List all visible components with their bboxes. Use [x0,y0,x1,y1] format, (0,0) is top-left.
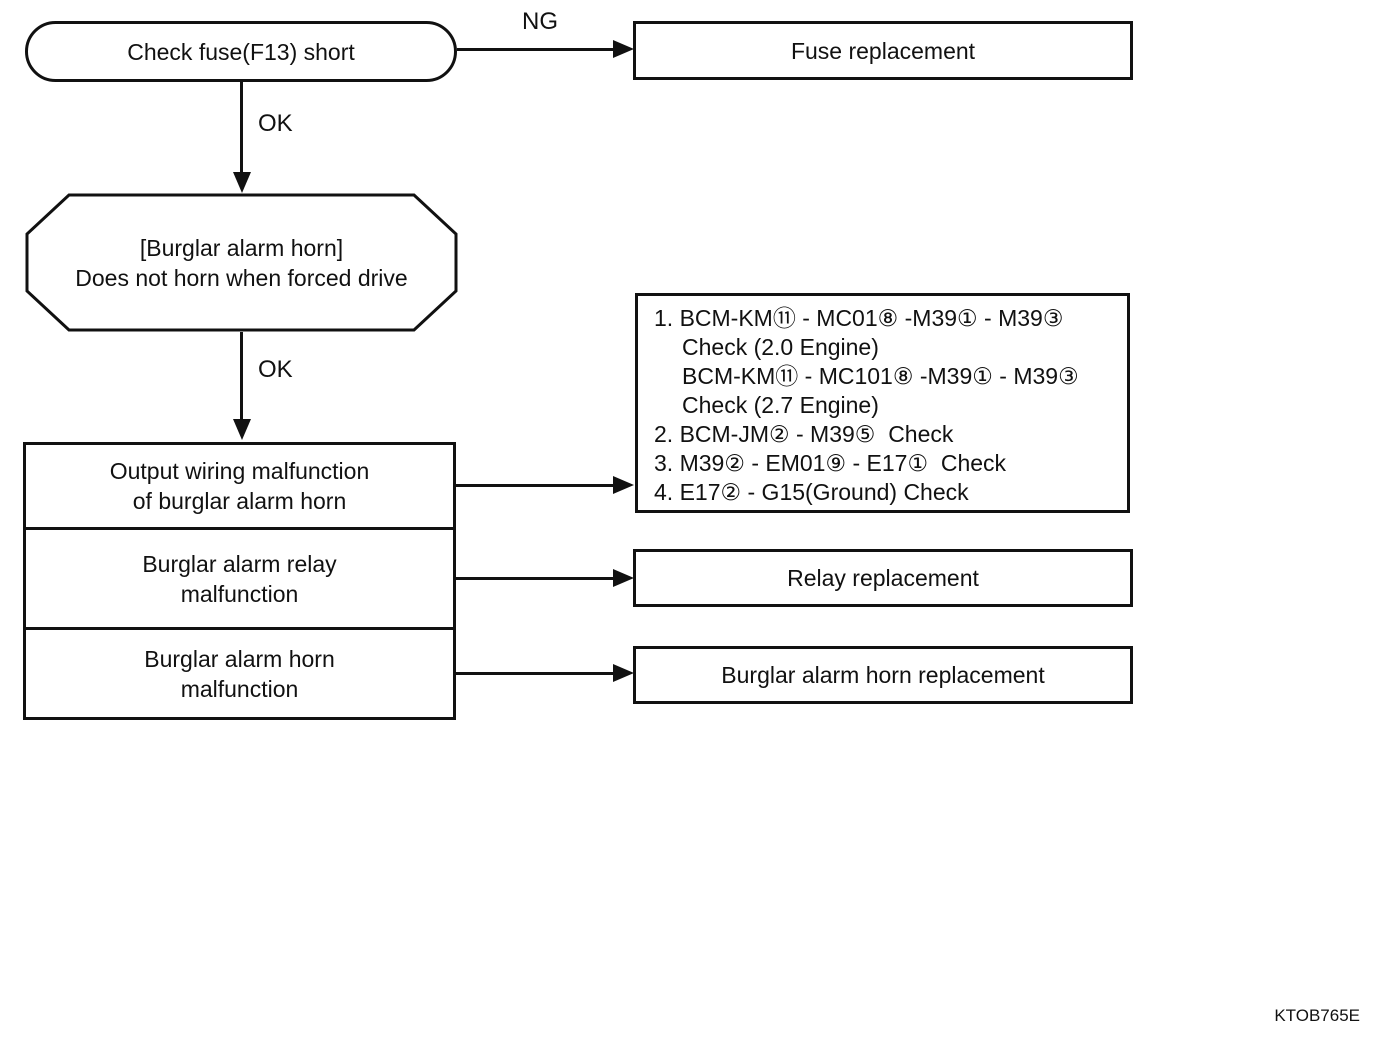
check-line-5: 2. BCM-JM② - M39⑤ Check [654,421,954,447]
edge-label-ng: NG [522,8,558,35]
octagon-outline-icon [25,193,458,332]
cause2-line1: Burglar alarm relay [142,550,337,577]
check-line-4: Check (2.7 Engine) [682,392,879,418]
cause1-line1: Output wiring malfunction [109,458,370,484]
check-line-2: Check (2.0 Engine) [682,334,879,360]
edge-ok-bottom-arrowhead-icon [233,419,251,440]
edge-ng-arrowhead-icon [613,40,634,58]
cause2-line2: malfunction [180,580,299,607]
horn-replacement-label: Burglar alarm horn replacement [721,662,1045,688]
cause3-line2: malfunction [180,675,299,702]
condition-node: [Burglar alarm horn] Does not horn when … [25,193,458,332]
cause-node-relay-malfunction: Burglar alarm relay malfunction [23,527,456,630]
figure-code: KTOB765E [1274,1006,1360,1025]
edge-ng-line [457,48,615,51]
relay-replacement-label: Relay replacement [787,565,979,591]
wiring-check-list: 1. BCM-KM⑪ - MC01⑧ -M39① - M39③ Check (2… [635,293,1130,513]
cause3-arrowhead-icon [613,664,634,682]
cause-node-output-wiring: Output wiring malfunction of burglar ala… [23,442,456,530]
cause2-arrowhead-icon [613,569,634,587]
fuse-replacement-node: Fuse replacement [633,21,1133,80]
start-node: Check fuse(F13) short [25,21,457,82]
cause2-arrow-line [456,577,614,580]
horn-replacement-node: Burglar alarm horn replacement [633,646,1133,704]
edge-label-ok-bottom: OK [258,356,293,383]
cause1-arrow-line [456,484,614,487]
edge-ok-top-line [240,82,243,174]
cause-node-horn-malfunction: Burglar alarm horn malfunction [23,627,456,720]
cause1-line2: of burglar alarm horn [132,488,347,514]
cause3-arrow-line [456,672,614,675]
condition-line1: [Burglar alarm horn] [139,234,344,261]
cause1-arrowhead-icon [613,476,634,494]
cause3-line1: Burglar alarm horn [144,645,335,672]
cause-stack: Output wiring malfunction of burglar ala… [23,442,456,720]
check-line-6: 3. M39② - EM01⑨ - E17① Check [654,450,1007,476]
start-node-label: Check fuse(F13) short [127,38,355,65]
edge-ok-top-arrowhead-icon [233,172,251,193]
fuse-replacement-label: Fuse replacement [790,37,976,64]
check-line-3: BCM-KM⑪ - MC101⑧ -M39① - M39③ [682,363,1079,389]
check-line-7: 4. E17② - G15(Ground) Check [654,479,969,505]
edge-ok-bottom-line [240,332,243,420]
condition-line2: Does not horn when forced drive [75,264,408,291]
relay-replacement-node: Relay replacement [633,549,1133,607]
check-line-1: 1. BCM-KM⑪ - MC01⑧ -M39① - M39③ [654,305,1064,331]
edge-label-ok-top: OK [258,110,293,137]
